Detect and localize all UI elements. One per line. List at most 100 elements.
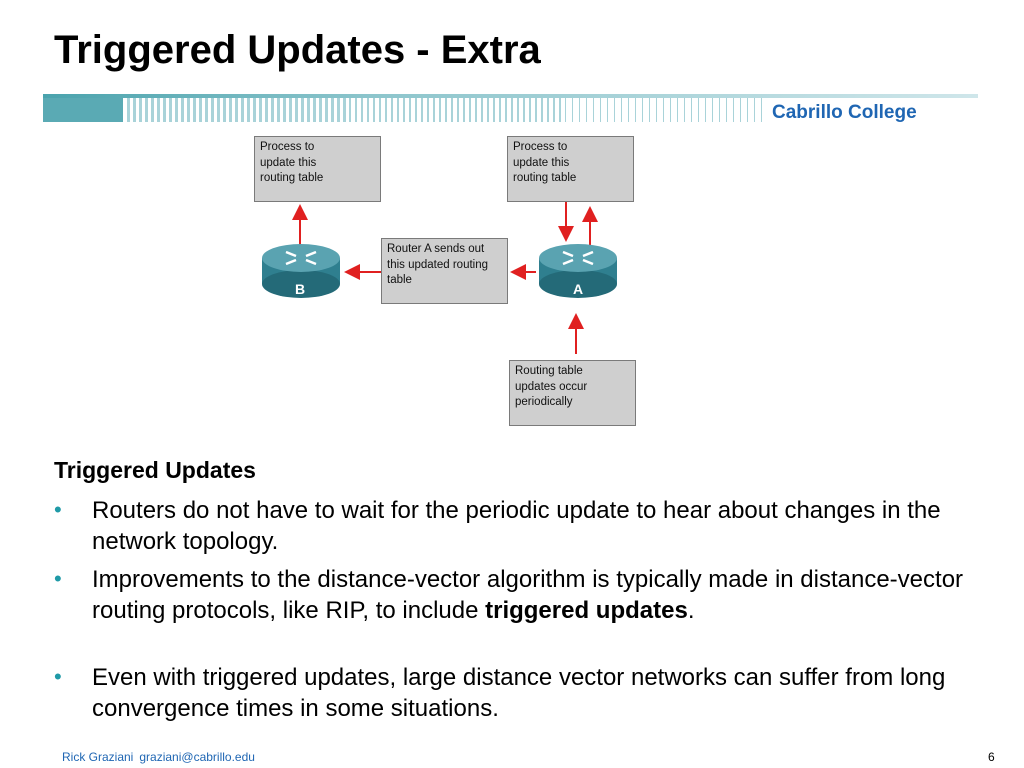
header-stripe: [684, 98, 685, 122]
header-stripe: [193, 98, 196, 122]
header-stripe: [253, 98, 256, 122]
header-stripe: [579, 98, 580, 122]
header-stripe: [175, 98, 178, 122]
header-stripe: [385, 98, 387, 122]
header-stripe: [523, 98, 525, 122]
header-stripe: [663, 98, 664, 122]
header-stripe: [409, 98, 411, 122]
header-stripe: [670, 98, 671, 122]
header-stripe: [343, 98, 346, 122]
header-stripe: [181, 98, 184, 122]
header-stripe: [493, 98, 495, 122]
header-stripe: [705, 98, 706, 122]
header-stripe: [373, 98, 375, 122]
header-stripe: [127, 98, 130, 122]
header-stripe: [325, 98, 328, 122]
header-stripe: [517, 98, 519, 122]
router-b-icon: [262, 244, 340, 298]
bullet-text-bold: triggered updates: [485, 597, 688, 624]
diagram-graphics: [262, 202, 617, 354]
header-stripe: [283, 98, 286, 122]
header-stripe: [235, 98, 238, 122]
header-stripe: [586, 98, 587, 122]
header-stripe: [367, 98, 369, 122]
router-a-label: A: [573, 281, 584, 297]
header-stripe: [439, 98, 441, 122]
header-stripe: [139, 98, 142, 122]
header-stripe: [572, 98, 573, 122]
header-stripe: [259, 98, 262, 122]
header-stripe: [593, 98, 594, 122]
process-box-b: Process to update this routing table: [254, 136, 381, 202]
header-stripe: [157, 98, 160, 122]
header-stripe: [397, 98, 399, 122]
header-stripe: [169, 98, 172, 122]
header-stripe: [289, 98, 292, 122]
header-stripe: [355, 98, 357, 122]
header-stripe: [205, 98, 208, 122]
header-stripe: [379, 98, 381, 122]
header-stripe: [712, 98, 713, 122]
header-stripe: [481, 98, 483, 122]
bullet-text-post: .: [687, 597, 695, 624]
header-stripe: [499, 98, 501, 122]
header-stripe: [607, 98, 608, 122]
header-stripe: [535, 98, 537, 122]
header-stripe: [761, 98, 762, 122]
header-stripe: [295, 98, 298, 122]
slide-title: Triggered Updates - Extra: [54, 28, 541, 72]
header-stripe: [337, 98, 340, 122]
header-stripe: [621, 98, 622, 122]
header-stripe: [719, 98, 720, 122]
router-b-label: B: [295, 281, 306, 297]
brand-logo-text: Cabrillo College: [772, 102, 917, 123]
header-stripe: [427, 98, 429, 122]
process-box-a: Process to update this routing table: [507, 136, 634, 202]
page-number: 6: [988, 750, 995, 764]
header-stripe: [415, 98, 417, 122]
header-stripe: [229, 98, 232, 122]
bullet-text: Improvements to the distance-vector algo…: [92, 564, 992, 626]
header-stripe: [223, 98, 226, 122]
header-stripe: [451, 98, 453, 122]
bullet-text: Even with triggered updates, large dista…: [92, 664, 946, 722]
header-stripe: [301, 98, 304, 122]
header-stripe: [565, 98, 566, 122]
header-stripe: [307, 98, 310, 122]
header-stripe: [433, 98, 435, 122]
header-stripe: [457, 98, 459, 122]
header-stripe: [553, 98, 555, 122]
header-stripe: [614, 98, 615, 122]
network-diagram: Process to update this routing table Pro…: [250, 130, 650, 430]
header-stripe: [529, 98, 531, 122]
bullet-dot: •: [54, 497, 62, 522]
header-bar: [43, 94, 978, 122]
header-stripe: [349, 98, 351, 122]
header-stripe: [319, 98, 322, 122]
header-stripe: [691, 98, 692, 122]
header-stripe: [642, 98, 643, 122]
header-stripe: [733, 98, 734, 122]
bullet-text-pre: Improvements to the distance-vector algo…: [92, 566, 964, 624]
header-stripe: [505, 98, 507, 122]
header-stripe: [600, 98, 601, 122]
header-stripe: [445, 98, 447, 122]
router-a-icon: [539, 244, 617, 298]
header-stripe: [656, 98, 657, 122]
header-stripe: [265, 98, 268, 122]
header-stripe: [211, 98, 214, 122]
header-stripe: [331, 98, 334, 122]
header-stripe: [241, 98, 244, 122]
header-stripe: [541, 98, 543, 122]
sends-update-box: Router A sends out this updated routing …: [381, 238, 508, 304]
periodic-update-box: Routing table updates occur periodically: [509, 360, 636, 426]
footer-email[interactable]: graziani@cabrillo.edu: [139, 750, 255, 764]
header-stripe: [145, 98, 148, 122]
header-stripe: [163, 98, 166, 122]
header-stripe: [475, 98, 477, 122]
header-stripe: [677, 98, 678, 122]
header-stripe: [635, 98, 636, 122]
bullet-dot: •: [54, 664, 62, 689]
header-stripe: [747, 98, 748, 122]
header-stripe: [754, 98, 755, 122]
